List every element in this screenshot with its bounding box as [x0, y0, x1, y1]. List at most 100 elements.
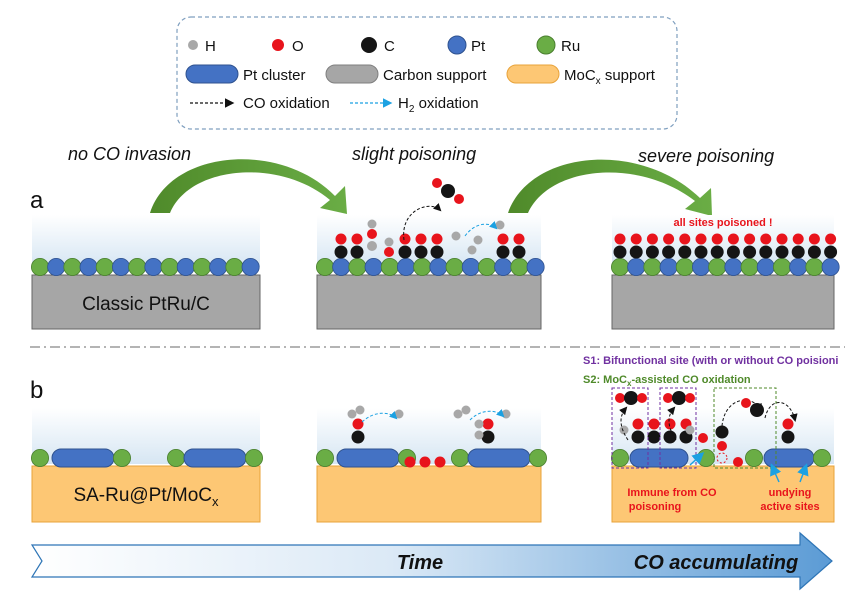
carbon-atom-icon — [678, 245, 692, 259]
ruthenium-atom-icon — [445, 257, 464, 276]
vacant-site-icon — [716, 452, 728, 464]
platinum-atom-icon — [659, 257, 678, 276]
oxygen-atom-icon — [792, 233, 804, 245]
moc-support — [31, 465, 261, 523]
carbon-atom-icon — [807, 245, 821, 259]
oxygen-atom-icon — [614, 233, 626, 245]
carbon-atom-icon — [414, 245, 428, 259]
oxygen-atom-icon — [399, 233, 411, 245]
carbon-atom-icon — [775, 245, 789, 259]
carbon-atom-icon — [663, 430, 677, 444]
oxygen-atom-icon — [352, 418, 364, 430]
oxygen-atom-icon — [404, 456, 416, 468]
carbon-atom-icon — [647, 430, 661, 444]
ruthenium-atom-icon — [745, 448, 764, 467]
ptru-atom-row — [611, 257, 840, 276]
carbon-atom-icon — [512, 245, 526, 259]
support-label-ptru-c: Classic PtRu/C — [82, 294, 210, 315]
ruthenium-atom-icon — [529, 448, 548, 467]
oxygen-atom-icon — [646, 233, 658, 245]
pt-cluster — [763, 448, 815, 468]
ruthenium-atom-icon — [675, 257, 694, 276]
co-oxidation-arrow-icon — [764, 402, 798, 422]
ruthenium-atom-icon — [166, 448, 185, 467]
immune-note-line2: poisoning — [629, 501, 682, 513]
s1-note: S1: Bifunctional site (with or without C… — [583, 355, 838, 367]
ruthenium-atom-icon — [805, 257, 824, 276]
oxygen-atom-icon — [632, 418, 644, 430]
hydrogen-atom-icon — [188, 40, 198, 50]
carbon-atom-icon — [662, 245, 676, 259]
carbon-atom-icon — [710, 245, 724, 259]
ruthenium-atom-icon — [225, 257, 244, 276]
hydrogen-atom-icon — [473, 235, 483, 245]
panel-b-slight-poisoning — [315, 405, 548, 523]
carbon-atom-icon — [759, 245, 773, 259]
hydrogen-atom-icon — [453, 409, 463, 419]
platinum-atom-icon — [461, 257, 480, 276]
moc-support — [611, 465, 835, 523]
platinum-atom-icon — [821, 257, 840, 276]
oxygen-atom-icon — [351, 233, 363, 245]
ruthenium-atom-icon — [348, 257, 367, 276]
s2-site-box — [713, 387, 777, 469]
carbon-atom-icon — [631, 430, 645, 444]
adsorbates — [613, 233, 838, 259]
carbon-atom-icon — [334, 245, 348, 259]
ruthenium-atom-icon — [244, 448, 263, 467]
legend-label-co-oxidation: CO oxidation — [243, 95, 330, 112]
ruthenium-atom-icon — [315, 257, 334, 276]
co2-molecule-icon — [432, 178, 464, 204]
pt-cluster — [336, 448, 400, 468]
immune-note-line1: Immune from CO — [627, 487, 717, 499]
platinum-atom-icon — [112, 257, 131, 276]
hydrogen-atom-icon — [384, 237, 394, 247]
oxygen-atom-icon — [663, 233, 675, 245]
oxygen-atom-icon — [782, 418, 794, 430]
oxygen-atom-icon — [664, 418, 676, 430]
s1-site-box — [659, 387, 697, 469]
carbon-support — [316, 274, 542, 330]
panel-b-letter: b — [30, 377, 43, 404]
ruthenium-atom-icon — [30, 257, 50, 276]
carbon-atom-icon — [430, 245, 444, 259]
carbon-atom-icon — [791, 245, 805, 259]
co-oxidation-arrow-icon — [403, 202, 442, 241]
oxygen-atom-icon — [630, 233, 642, 245]
platinum-atom-icon — [47, 257, 66, 276]
hydrogen-atom-icon — [355, 405, 365, 415]
stage-label-severe-poisoning: severe poisoning — [638, 146, 774, 166]
carbon-support-swatch — [325, 64, 379, 84]
moc-support-swatch — [506, 64, 560, 84]
s1-site-box — [611, 387, 649, 469]
platinum-atom-icon — [756, 257, 775, 276]
time-arrow-icon — [30, 531, 833, 591]
carbon-atom-icon — [694, 245, 708, 259]
platinum-atom-icon — [789, 257, 808, 276]
legend-label-pt: Pt — [471, 38, 486, 55]
oxygen-atom-icon — [727, 233, 739, 245]
panel-a-severe-poisoning: all sites poisoned ! — [611, 215, 840, 330]
ruthenium-atom-icon — [63, 257, 82, 276]
oxygen-atom-icon — [711, 233, 723, 245]
oxygen-atom-icon — [825, 233, 837, 245]
legend-label-moc-support: MoCx support — [564, 67, 656, 87]
oxygen-atom-icon — [695, 233, 707, 245]
hydrogen-atom-icon — [347, 409, 357, 419]
platinum-atom-icon — [79, 257, 98, 276]
oxygen-atom-icon — [513, 233, 525, 245]
carbon-atom-icon — [781, 430, 795, 444]
co-oxidation-arrow-icon — [667, 406, 677, 441]
timeline-arrow: Time CO accumulating — [30, 531, 833, 591]
transition-arrow-icon — [508, 159, 712, 216]
platinum-atom-icon — [429, 257, 448, 276]
h2-oxidation-arrow-icon — [469, 408, 505, 421]
legend-label-pt-cluster: Pt cluster — [243, 67, 306, 84]
co-molecule-icon — [741, 398, 764, 417]
carbon-atom-icon — [743, 245, 757, 259]
hydrogen-atom-icon — [451, 231, 461, 241]
undying-note-line2: active sites — [760, 501, 819, 513]
oxygen-atom-icon — [698, 433, 708, 443]
legend: H O C Pt Ru Pt cluster Carbon support Mo… — [176, 16, 678, 130]
